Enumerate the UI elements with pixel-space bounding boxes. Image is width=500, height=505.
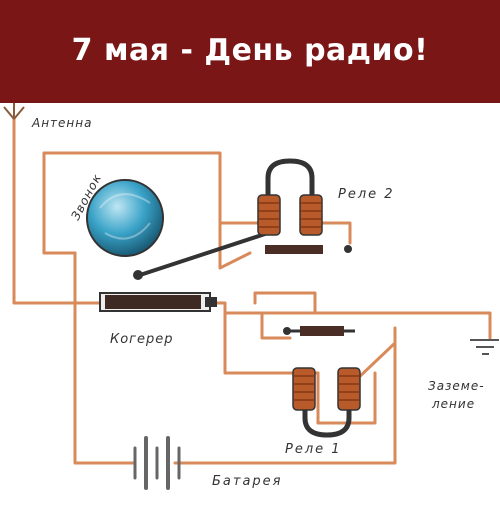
coherer-tube <box>99 292 217 312</box>
banner-title: 7 мая - День радио! <box>71 33 429 68</box>
relay2-armature <box>265 245 323 254</box>
battery-label: Батарея <box>212 474 283 489</box>
bell-icon <box>86 179 164 257</box>
bell-hammer-head <box>133 270 143 280</box>
bell-hammer-arm <box>138 231 270 277</box>
ground-wire <box>223 311 492 340</box>
relay2-magnet <box>257 158 323 236</box>
ground-label-line1: Заземе- <box>428 379 485 393</box>
wires <box>12 117 492 465</box>
right-bus-wire <box>173 341 397 465</box>
antenna-icon <box>3 103 25 120</box>
relay2-feed-wire <box>218 221 252 270</box>
coherer-label: Когерер <box>110 332 174 347</box>
ground-icon <box>470 339 499 355</box>
relay1-pivot <box>283 327 291 335</box>
header-banner: 7 мая - День радио! <box>0 0 500 103</box>
circuit-svg: Антенна Звонок <box>3 103 499 490</box>
relay1-armature <box>300 326 344 336</box>
bell-loop-wire <box>42 151 270 225</box>
relay1-magnet <box>292 367 361 438</box>
bell-shading <box>99 193 151 240</box>
ground-label-line2: ление <box>431 397 475 411</box>
antenna-label: Антенна <box>31 116 92 130</box>
radio-circuit-diagram: Антенна Звонок <box>0 103 500 500</box>
left-bus-wire <box>73 251 137 465</box>
relay2-pivot <box>344 245 352 253</box>
relay2-label: Реле 2 <box>338 187 395 202</box>
relay2-right-wire <box>320 221 352 245</box>
relay1-label: Реле 1 <box>285 442 342 457</box>
battery-icon <box>133 436 181 490</box>
